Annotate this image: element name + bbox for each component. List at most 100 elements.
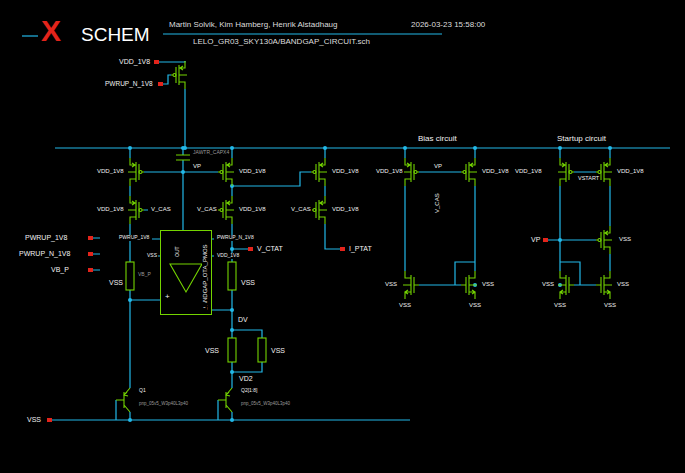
wire [212,224,262,338]
junction-dot [230,146,234,150]
pins [47,60,548,422]
net-label: VSS [618,236,632,243]
wire [325,224,340,249]
net-label: VSS [468,302,482,309]
junction-dot [230,308,234,312]
net-label: VDD_1V8 [514,168,543,175]
net-label: VSS [616,281,630,288]
section-heading: Startup circuit [556,135,607,144]
net-label: OUT [175,245,181,258]
device-model: pnp_05v5_W3p40L3p40 [240,402,291,407]
net-label: PWRUP_N_1V8 [18,250,71,258]
resistor-symbol [258,338,266,362]
components [116,155,266,412]
net-label: VDD_1V8 [616,168,645,175]
junction-dot [230,247,234,251]
pmos-symbol [171,61,187,89]
junction-dot [183,146,187,150]
logo-text: SCHEM [80,25,151,46]
pmos-symbol [128,196,144,224]
title-block-text: Martin Solvik, Kim Hamberg, Henrik Alsta… [168,21,339,30]
net-label: VP [530,236,541,244]
net-label: VSS [270,347,286,355]
pmos-symbol [218,158,234,186]
block-name: BANDGAP_OTA_PMOS [202,243,209,311]
junction-dot [403,146,407,150]
nmos-symbol [403,271,419,299]
junction-dot [558,146,562,150]
pmos-symbol [218,196,234,224]
net-label: V_CAS [434,192,441,214]
net-label: VDD_1V8 [96,168,125,175]
net-label: VSS [541,281,555,288]
junction-dot [323,146,327,150]
junction-dot [128,418,132,422]
wire [405,148,475,285]
net-label: PWRUP_1V8 [118,235,150,241]
wire [116,400,232,420]
pnp-symbol [218,388,232,412]
pin [248,247,253,251]
junction-dot [128,298,132,302]
nmos-symbol [558,271,574,299]
net-label: + [164,293,171,302]
net-label: VSS [553,302,567,309]
pin [47,418,52,422]
logo-mark: X [40,14,62,47]
junction-dot [608,146,612,150]
pmos-symbol [128,158,144,186]
net-label: VDD_1V8 [331,168,360,175]
net-label: VDD_1V8 [375,168,404,175]
pin [340,247,345,251]
net-label: VSS [108,279,124,287]
pin [88,236,93,240]
net-label: Q2[1:8] [240,388,258,394]
net-label: PWRUP_N_1V8 [216,235,255,241]
net-label: VSS [240,279,256,287]
resistor-symbol [126,262,134,290]
device-model: JAWTR_CAPX4 [192,150,230,156]
pmos-symbol [311,158,327,186]
net-label: PWRUP_1V8 [24,234,68,242]
junction-dot [128,146,132,150]
wire [144,172,311,210]
net-label: VP [192,163,202,170]
opamp-triangle [170,264,202,292]
net-label: VDD_1V8 [238,168,267,175]
vdd-rail [55,147,670,148]
net-label: VDD_1V8 [216,253,240,259]
pin [88,268,93,272]
resistor-symbol [228,338,236,362]
pmos-symbol [311,196,327,224]
junction-dot [230,370,234,374]
capacitor-symbol [176,155,190,160]
nmos-symbol [596,271,612,299]
net-label: PWRUP_N_1V8 [104,80,154,87]
net-label: V_CAS [196,206,218,213]
wire [159,61,185,148]
net-label: VSS [398,302,412,309]
header-line [22,35,38,36]
pin [154,60,159,64]
pin [543,238,548,242]
pmos-symbol [461,158,477,186]
net-label: VSS [481,281,495,288]
net-label: DV [237,316,249,324]
net-label: Q1 [138,388,147,394]
wire [232,362,262,388]
junction-dot [473,146,477,150]
wire [130,224,160,388]
wires [52,61,670,420]
net-label: VD2 [238,375,254,383]
pmos-symbol [403,158,419,186]
wire [93,238,214,270]
net-label: VP [433,163,443,170]
net-label: V_CAS [290,206,312,213]
net-label: VSS [384,281,398,288]
pin [88,252,93,256]
junctions [128,146,612,422]
net-label: VDD_1V8 [238,206,267,213]
net-label: VDD_1V8 [118,58,151,66]
